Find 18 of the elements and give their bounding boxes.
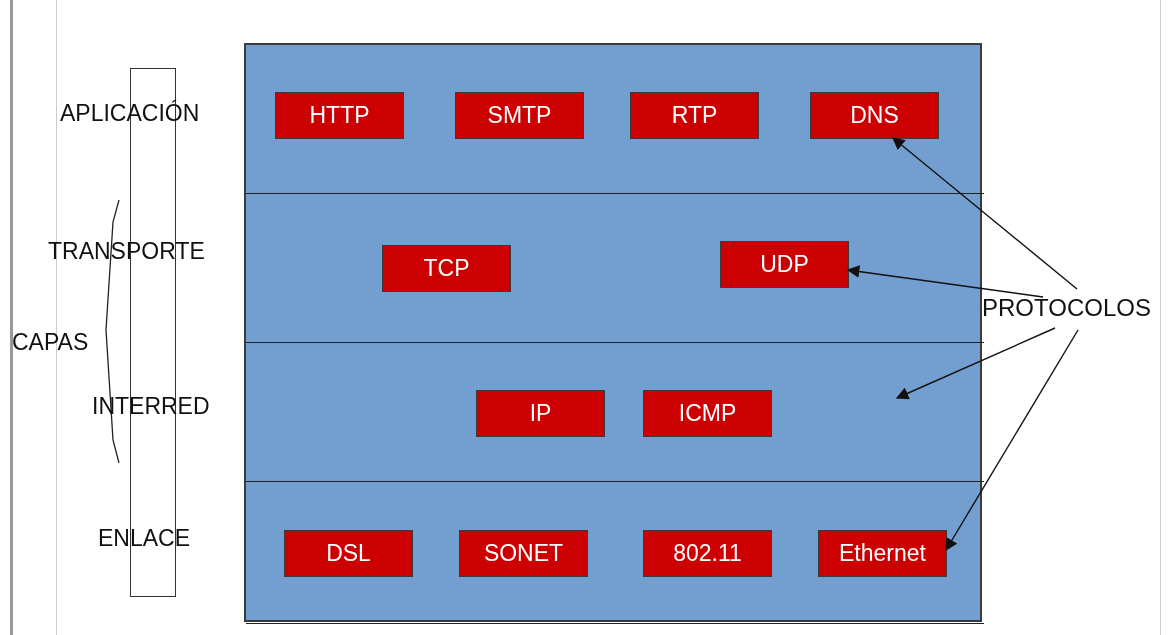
protocol-box: ICMP xyxy=(643,390,772,437)
layer-stack-panel xyxy=(244,43,982,622)
protocol-box: SONET xyxy=(459,530,588,577)
arrow xyxy=(945,329,1079,552)
layer-label: CAPAS xyxy=(12,329,89,356)
protocol-box: SMTP xyxy=(455,92,584,139)
protocol-box: HTTP xyxy=(275,92,404,139)
protocol-box: TCP xyxy=(382,245,511,292)
callout-text: PROTOCOLOS xyxy=(982,294,1174,330)
protocol-box: RTP xyxy=(630,92,759,139)
protocol-box: 802.11 xyxy=(643,530,772,577)
protocol-box: IP xyxy=(476,390,605,437)
protocol-box: Ethernet xyxy=(818,530,947,577)
protocol-box: DSL xyxy=(284,530,413,577)
arrow xyxy=(895,327,1056,400)
protocol-box: UDP xyxy=(720,241,849,288)
protocol-box: DNS xyxy=(810,92,939,139)
arrow xyxy=(892,137,1078,290)
